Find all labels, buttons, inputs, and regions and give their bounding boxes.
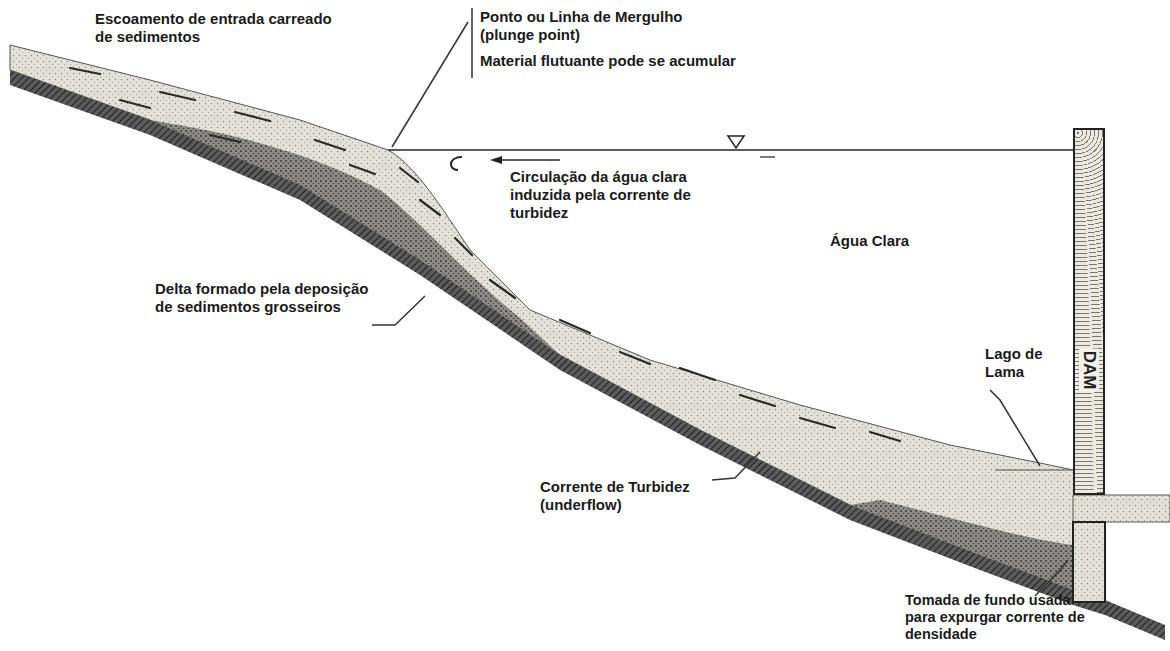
annotation-label: Ponto ou Linha de Mergulho (plunge point… [480,8,730,44]
dam-wall: DAM [1073,128,1105,495]
dam-label: DAM [1079,348,1099,391]
annotation-label: Tomada de fundo usada para expurgar corr… [905,592,1095,643]
annotation-label: Água Clara [830,232,970,250]
annotation-label: Material flutuante pode se acumular [480,52,750,70]
annotation-label: Corrente de Turbidez (underflow) [540,478,715,514]
annotation-label: Lago de Lama [985,345,1067,381]
annotation-label: Escoamento de entrada carreado de sedime… [95,10,340,46]
annotation-label: Delta formado pela deposição de sediment… [155,280,370,316]
annotation-label: Circulação da água clara induzida pela c… [510,168,745,222]
